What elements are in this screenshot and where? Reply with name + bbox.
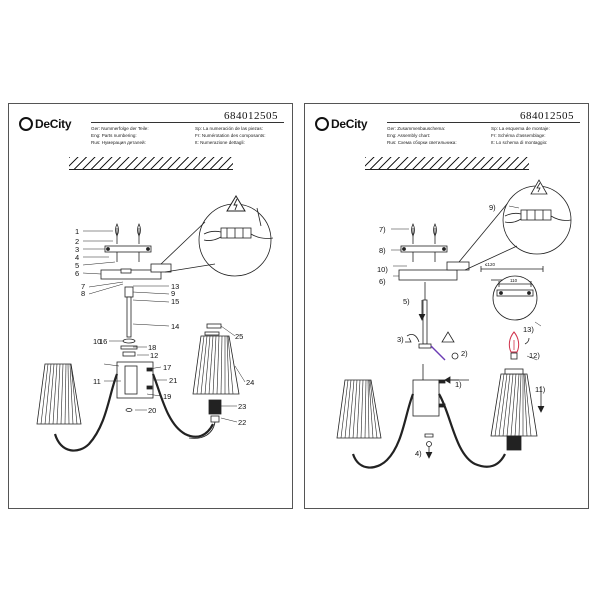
power-icon [19, 117, 33, 131]
step-2: 2) [461, 349, 468, 358]
language-headers-col1: Ger: Nummerfolge der Teile: Eng: Parts n… [91, 125, 149, 146]
header-line-it: It: Numerazione dettagli: [195, 140, 245, 145]
electric-warning-icon [530, 179, 548, 195]
left-arm [351, 393, 415, 469]
callout-8: 8 [81, 289, 85, 298]
dimension-detail-circle [492, 275, 538, 321]
step-3: 3) [397, 335, 404, 344]
product-code-right: 684012505 [520, 110, 574, 122]
step-4: 4) [415, 449, 422, 458]
brand-name: DeCity [35, 117, 72, 131]
step-8: 8) [379, 246, 386, 255]
callout-6: 6 [75, 269, 79, 278]
screwdriver-icon [430, 345, 446, 361]
callout-18: 18 [148, 343, 156, 352]
callout-4: 4 [75, 253, 79, 262]
header-line-sp: Sp: La numeración de las piezas: [195, 126, 263, 131]
header-divider-right [387, 122, 580, 123]
language-headers-col1-right: Ger: Zusammenbauschema: Eng: Assembly ch… [387, 125, 457, 146]
wall-anchor-1 [115, 223, 119, 244]
right-arm [151, 373, 214, 438]
callout-16: 16 [99, 337, 107, 346]
wall-anchor-2 [137, 223, 141, 244]
step-6: 6) [379, 277, 386, 286]
callout-10: 10 [93, 337, 101, 346]
header-line-it: It: Lo schema di montaggio: [491, 140, 548, 145]
header-line-eng: Eng: Assembly chart: [387, 133, 431, 138]
step-11: 11) [535, 385, 546, 394]
step-9: 9) [489, 203, 496, 212]
step-7: 7) [379, 225, 386, 234]
callout-23: 23 [238, 402, 246, 411]
header-divider [91, 122, 284, 123]
brand-name-right: DeCity [331, 117, 368, 131]
header-line-fr: Fr: Numérotation des composants: [195, 133, 266, 138]
brand-logo-right: DeCity [315, 116, 368, 132]
right-arm [438, 393, 506, 468]
callout-14: 14 [171, 322, 179, 331]
callout-19: 19 [163, 392, 171, 401]
dimension-inner-label: 110 [510, 278, 518, 283]
right-lampshade [490, 373, 538, 437]
caution-warning-icon [441, 331, 455, 343]
header-line-fr: Fr: Schéma d'assemblage: [491, 133, 546, 138]
fixture-body [412, 379, 440, 417]
header-line-sp: Sp: La esquema de montaje: [491, 126, 550, 131]
mounting-bar [104, 245, 152, 253]
dimension-outer-label: ≤120 [485, 262, 495, 267]
assembly-diagram: 1) 2) 3) 4) 5) 6) 7) 8) 9) 10) 11) 12) 1… [336, 179, 572, 469]
brand-logo: DeCity [19, 116, 72, 132]
assembly-chart-sheet: DeCity 684012505 Ger: Zusammenbauschema:… [304, 103, 589, 509]
canopy-plate [398, 269, 458, 281]
callout-13: 13 [171, 282, 179, 291]
callout-25: 25 [235, 332, 243, 341]
left-lampshade [336, 379, 382, 439]
callout-15: 15 [171, 297, 179, 306]
step-10: 10) [377, 265, 388, 274]
callout-5: 5 [75, 261, 79, 270]
header-line-ger: Ger: Zusammenbauschema: [387, 126, 446, 131]
electric-warning-icon [226, 195, 246, 212]
callout-20: 20 [148, 406, 156, 415]
callout-21: 21 [169, 376, 177, 385]
callout-1: 1 [75, 227, 79, 236]
step-5: 5) [403, 297, 410, 306]
callout-24: 24 [246, 378, 254, 387]
left-lampshade [36, 363, 82, 425]
language-headers-col2-right: Sp: La esquema de montaje: Fr: Schéma d'… [491, 125, 550, 146]
callout-12: 12 [150, 351, 158, 360]
ceiling-hatch-right [365, 157, 529, 170]
header-line-ger: Ger: Nummerfolge der Teile: [91, 126, 149, 131]
center-rod [126, 296, 132, 338]
callout-3: 3 [75, 245, 79, 254]
left-arm [53, 373, 119, 452]
language-headers-col2: Sp: La numeración de las piezas: Fr: Num… [195, 125, 265, 146]
ceiling-hatch [69, 157, 233, 170]
parts-numbering-sheet: DeCity 684012505 Ger: Nummerfolge der Te… [8, 103, 293, 509]
callout-9: 9 [171, 289, 175, 298]
power-icon [315, 117, 329, 131]
callout-22: 22 [238, 418, 246, 427]
lamp-socket [208, 399, 222, 415]
callout-17: 17 [163, 363, 171, 372]
step-13: 13) [523, 325, 534, 334]
header-line-rus: Rus: Нумерация деталей: [91, 140, 146, 145]
lamp-socket [506, 435, 522, 451]
callout-2: 2 [75, 237, 79, 246]
step-12: 12) [529, 351, 540, 360]
header-line-rus: Rus: Схема сборки светильника: [387, 140, 457, 145]
header-line-eng: Eng: Parts numbering: [91, 133, 137, 138]
callout-11: 11 [93, 377, 101, 386]
callout-7: 7 [81, 282, 85, 291]
parts-diagram: 1 2 3 4 5 6 7 8 9 10 11 12 13 14 15 16 1… [36, 195, 274, 452]
product-code: 684012505 [224, 110, 278, 122]
terminal-block [150, 263, 172, 273]
step-1: 1) [455, 380, 462, 389]
